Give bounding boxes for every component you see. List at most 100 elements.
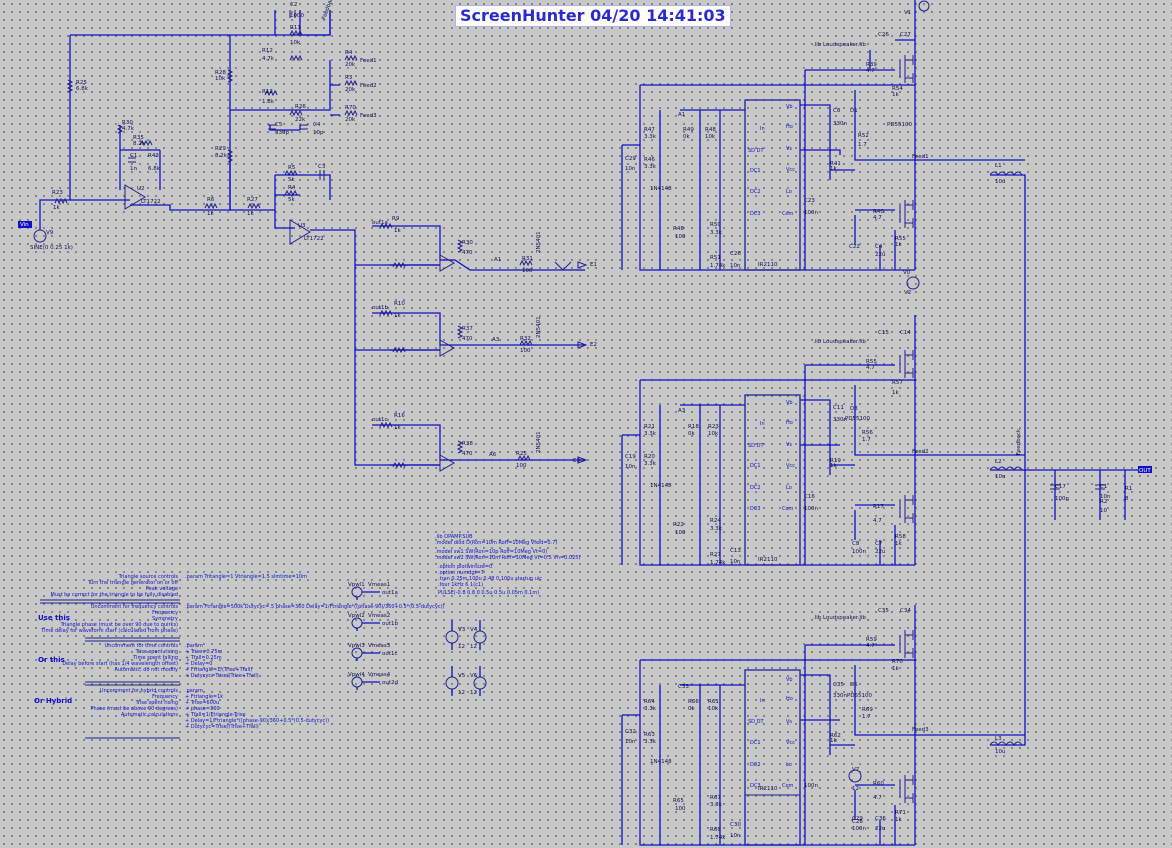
svg-text:R52: R52 [858,133,869,139]
svg-text:330p: 330p [275,130,289,136]
svg-text:10: 10 [1100,508,1107,514]
svg-text:Lo: Lo [786,762,792,768]
svg-text:DC3: DC3 [750,506,761,512]
svg-text:out2d: out2d [382,680,398,686]
svg-text:100: 100 [520,348,531,354]
svg-text:4.7k: 4.7k [262,56,275,62]
svg-text:4.7: 4.7 [866,68,875,74]
svg-text:R58: R58 [895,534,906,540]
svg-text:.param: .param [185,688,203,694]
svg-text:.four 1kHz 6 1(c1): .four 1kHz 6 1(c1) [438,582,483,588]
front-end [18,10,440,466]
svg-text:10n: 10n [625,166,636,172]
svg-text:100: 100 [675,806,686,812]
svg-text:R47: R47 [644,127,655,133]
svg-text:R40: R40 [873,209,884,215]
svg-text:IR2110: IR2110 [758,557,778,563]
svg-text:.param: .param [185,643,203,649]
svg-text:10n: 10n [625,464,636,470]
svg-text:E3: E3 [573,458,580,464]
svg-text:.option plotwinsize=0: .option plotwinsize=0 [438,564,492,570]
svg-text:A3: A3 [492,337,500,343]
svg-text:Vpwl1: Vpwl1 [348,582,365,588]
small-sources: V3 12 V4 12 V5 12 V6 12 [445,620,487,696]
svg-text:C1: C1 [1100,484,1107,490]
svg-text:0k: 0k [688,706,695,712]
svg-text:1k: 1k [247,211,254,217]
svg-text:R4: R4 [345,50,353,56]
svg-text:C15: C15 [878,330,889,336]
svg-text:3.3k: 3.3k [710,230,723,236]
svg-text:A1: A1 [494,257,501,263]
svg-text:R60: R60 [873,781,884,787]
svg-text:10u: 10u [995,474,1005,480]
svg-text:4.7: 4.7 [873,795,882,801]
svg-text:100n: 100n [852,549,866,555]
svg-text:2N5401: 2N5401 [536,231,542,253]
svg-text:R65: R65 [673,798,684,804]
svg-text:R27: R27 [710,552,721,558]
svg-text:R38: R38 [462,441,473,447]
svg-text:1k: 1k [895,541,902,547]
svg-text:Vmeas1: Vmeas1 [368,582,390,588]
svg-text:R18: R18 [688,424,699,430]
svg-text:.lib Loudspeaker.lib: .lib Loudspeaker.lib [813,339,866,345]
svg-text:+ Dutycyc=Trise/(Trise+Tfall): + Dutycyc=Trise/(Trise+Tfall) [185,724,259,730]
svg-text:1.7: 1.7 [862,714,871,720]
svg-text:R70: R70 [345,105,356,111]
svg-text:Vb: Vb [786,677,793,683]
svg-text:C34: C34 [900,608,911,614]
svg-text:Vpwl4: Vpwl4 [348,672,365,678]
svg-text:330n: 330n [833,417,847,423]
svg-text:100p: 100p [1055,496,1069,502]
svg-text:Symmetry: Symmetry [152,616,178,622]
svg-text:10n: 10n [730,263,741,269]
svg-text:In: In [760,698,765,704]
svg-text:PD55100: PD55100 [845,416,871,422]
svg-text:Vb: Vb [786,104,793,110]
svg-text:R11: R11 [290,25,301,31]
svg-text:4.7k: 4.7k [122,126,135,132]
svg-text:R30: R30 [122,120,133,126]
svg-text:+ Tfall=0.25m: + Tfall=0.25m [185,655,222,661]
svg-text:C23: C23 [804,198,815,204]
svg-text:R43: R43 [148,153,159,159]
svg-text:U3: U3 [298,223,306,229]
svg-text:In: In [760,421,765,427]
svg-text:R21: R21 [644,424,655,430]
svg-text:DC1: DC1 [750,463,761,469]
svg-text:R23: R23 [708,424,719,430]
svg-text:10n: 10n [625,739,636,745]
svg-text:0k: 0k [688,431,695,437]
svg-text:1.7: 1.7 [862,437,871,443]
svg-text:.lib Loudspeaker.lib: .lib Loudspeaker.lib [813,42,866,48]
svg-text:C1: C1 [130,153,137,159]
svg-text:V4: V4 [470,627,478,633]
svg-text:1.74k: 1.74k [710,263,726,269]
svg-text:100: 100 [522,268,533,274]
svg-text:Triangle phase (must be over 9: Triangle phase (must be over 90 due to q… [60,622,178,628]
svg-text:Frequency: Frequency [152,610,178,616]
svg-text:C30: C30 [730,822,741,828]
svg-text:Turn the triangle generator on: Turn the triangle generator on or off [87,580,179,586]
svg-text:100n: 100n [852,826,866,832]
svg-text:Ho: Ho [786,420,793,426]
svg-text:C32: C32 [625,729,636,735]
svg-text:10k: 10k [708,706,719,712]
svg-text:R41: R41 [830,161,841,167]
svg-text:Vmeas4: Vmeas4 [368,672,391,678]
svg-text:Feedback: Feedback [321,0,336,21]
svg-text:+ Delay=0: + Delay=0 [185,661,213,667]
svg-text:R46: R46 [644,157,655,163]
svg-text:V9: V9 [46,230,54,236]
svg-text:+ Trise=600u: + Trise=600u [185,700,219,706]
svg-text:.model sw1 SW(Ron=10p Roff=10M: .model sw1 SW(Ron=10p Roff=10Meg Vt=0) [435,549,547,555]
svg-text:L1: L1 [995,163,1002,169]
svg-text:+ Delay=1/Ftriangle*((phase-90: + Delay=1/Ftriangle*((phase-90)/360+0.5*… [185,718,329,724]
svg-text:.lib Loudspeaker.lib: .lib Loudspeaker.lib [813,615,866,621]
svg-text:R61: R61 [708,699,719,705]
svg-text:Feedback: Feedback [1016,428,1022,455]
svg-text:+ Tfall=1/Ftriangle-Trise: + Tfall=1/Ftriangle-Trise [185,712,245,718]
svg-text:SD DT: SD DT [748,443,764,449]
